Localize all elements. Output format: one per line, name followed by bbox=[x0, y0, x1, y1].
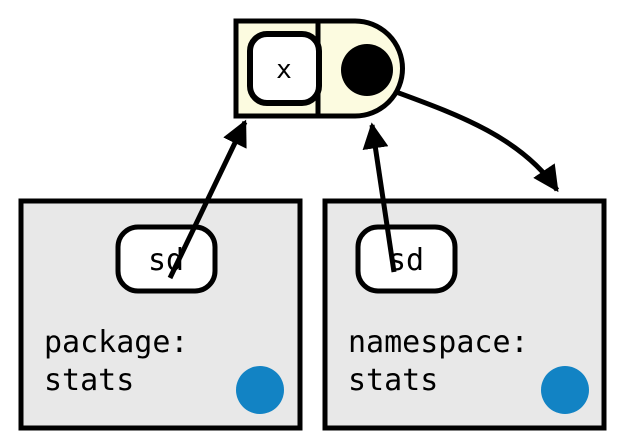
package-left-title-line2: stats bbox=[44, 363, 134, 398]
component-inner-box-shape bbox=[247, 31, 322, 106]
edge-left-up-line bbox=[167, 119, 248, 280]
edge-curved-down[interactable] bbox=[387, 86, 560, 193]
package-node-left[interactable]: sd package: stats bbox=[18, 198, 303, 431]
component-inner-box-label: x bbox=[276, 55, 292, 85]
stereotype-badge-left[interactable]: sd bbox=[115, 224, 218, 294]
package-left-title-line1: package: bbox=[44, 325, 189, 360]
edge-right-up-line bbox=[362, 122, 397, 273]
stereotype-badge-left-shape bbox=[115, 224, 218, 294]
package-right-title-line1: namespace: bbox=[348, 325, 529, 360]
stereotype-badge-right-shape bbox=[355, 224, 458, 294]
edge-left-up[interactable] bbox=[167, 119, 248, 280]
package-right-title-line2: stats bbox=[348, 363, 438, 398]
edge-curved-down-line bbox=[387, 86, 560, 193]
component-node[interactable]: x bbox=[233, 18, 405, 119]
component-inner-box[interactable]: x bbox=[247, 31, 322, 106]
package-right-blue-marker-icon bbox=[541, 366, 589, 414]
package-left-blue-marker-icon bbox=[236, 366, 284, 414]
edge-right-up[interactable] bbox=[362, 122, 397, 273]
package-node-right[interactable]: sd namespace: stats bbox=[322, 198, 607, 431]
stereotype-badge-right[interactable]: sd bbox=[355, 224, 458, 294]
component-port-dot-icon[interactable] bbox=[341, 44, 393, 96]
